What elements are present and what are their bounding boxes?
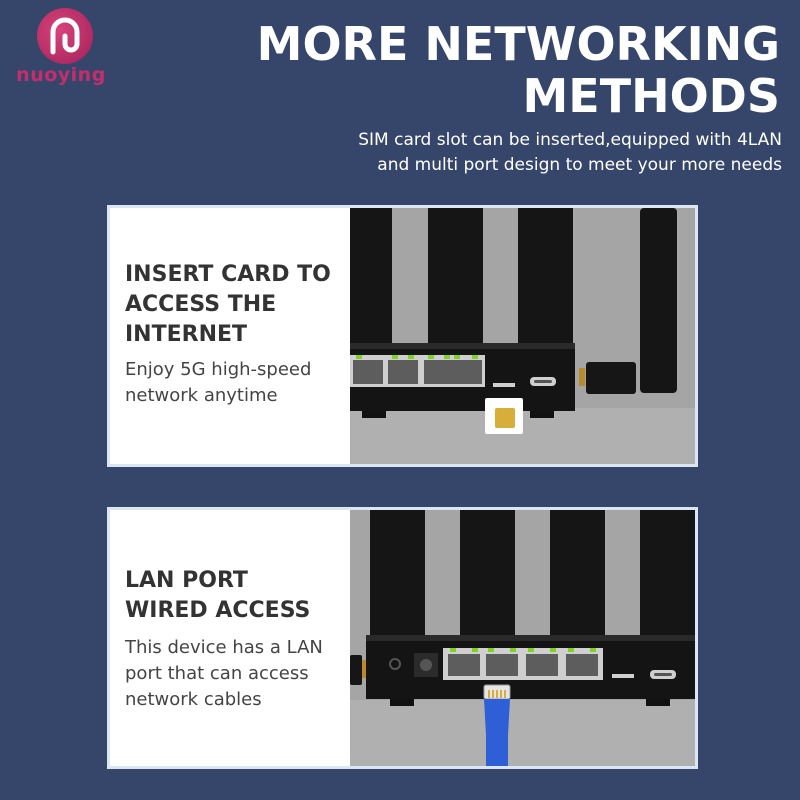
heading-line: WIRED ACCESS <box>125 598 311 623</box>
ethernet-cable-icon <box>483 684 511 766</box>
card-body: Enjoy 5G high-speed network anytime <box>125 357 311 409</box>
router-sim-slot-photo <box>350 208 695 464</box>
heading-line: ACCESS THE <box>125 292 277 317</box>
body-line: This device has a LAN <box>125 637 323 658</box>
brand-name: nuoying <box>16 64 106 86</box>
card-heading: LAN PORT WIRED ACCESS <box>125 566 310 626</box>
logo-mark-icon <box>37 8 93 64</box>
page-title: MORE NETWORKING METHODS <box>160 18 780 122</box>
title-line-2: METHODS <box>522 69 781 123</box>
body-line: port that can access <box>125 663 309 684</box>
subtitle-line-1: SIM card slot can be inserted,equipped w… <box>358 130 782 150</box>
router-lan-cable-photo <box>350 510 695 766</box>
feature-card-sim: INSERT CARD TO ACCESS THE INTERNET Enjoy… <box>107 205 698 467</box>
feature-card-lan: LAN PORT WIRED ACCESS This device has a … <box>107 507 698 769</box>
brand-logo: nuoying <box>6 8 116 88</box>
card-text-panel: INSERT CARD TO ACCESS THE INTERNET Enjoy… <box>110 208 350 464</box>
sim-card-icon <box>485 398 523 434</box>
heading-line: INSERT CARD TO <box>125 262 331 287</box>
lan-ports-icon <box>443 648 603 680</box>
card-text-panel: LAN PORT WIRED ACCESS This device has a … <box>110 510 350 766</box>
heading-line: INTERNET <box>125 322 248 347</box>
card-body: This device has a LAN port that can acce… <box>125 635 323 713</box>
lan-ports-icon <box>350 355 485 387</box>
body-line: network cables <box>125 689 262 710</box>
heading-line: LAN PORT <box>125 568 248 593</box>
page-subtitle: SIM card slot can be inserted,equipped w… <box>162 128 782 178</box>
title-line-1: MORE NETWORKING <box>256 17 780 71</box>
body-line: Enjoy 5G high-speed <box>125 359 312 380</box>
card-heading: INSERT CARD TO ACCESS THE INTERNET <box>125 260 331 350</box>
body-line: network anytime <box>125 385 278 406</box>
subtitle-line-2: and multi port design to meet your more … <box>377 155 782 175</box>
